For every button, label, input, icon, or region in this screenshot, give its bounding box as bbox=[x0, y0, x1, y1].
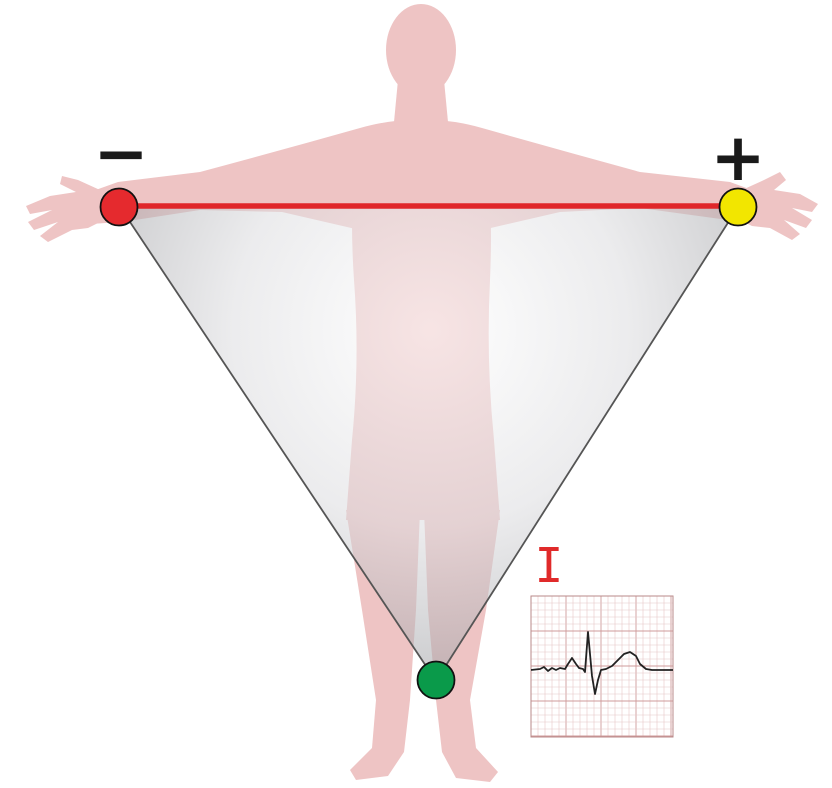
neck bbox=[394, 80, 448, 122]
positive-sign: + bbox=[710, 119, 765, 196]
ecg-grid bbox=[531, 596, 673, 737]
left-hand bbox=[740, 172, 818, 240]
ecg-trace bbox=[530, 631, 673, 695]
ecg-strip bbox=[530, 595, 674, 738]
left-leg-electrode bbox=[416, 660, 456, 700]
lead-label: I bbox=[535, 538, 564, 594]
left-arm-electrode bbox=[718, 187, 758, 227]
ecg-paper bbox=[531, 596, 673, 737]
ecg-frame bbox=[530, 595, 674, 738]
right-hand bbox=[26, 176, 104, 242]
head bbox=[386, 4, 456, 96]
right-arm-electrode bbox=[99, 187, 139, 227]
negative-sign: − bbox=[93, 115, 148, 192]
